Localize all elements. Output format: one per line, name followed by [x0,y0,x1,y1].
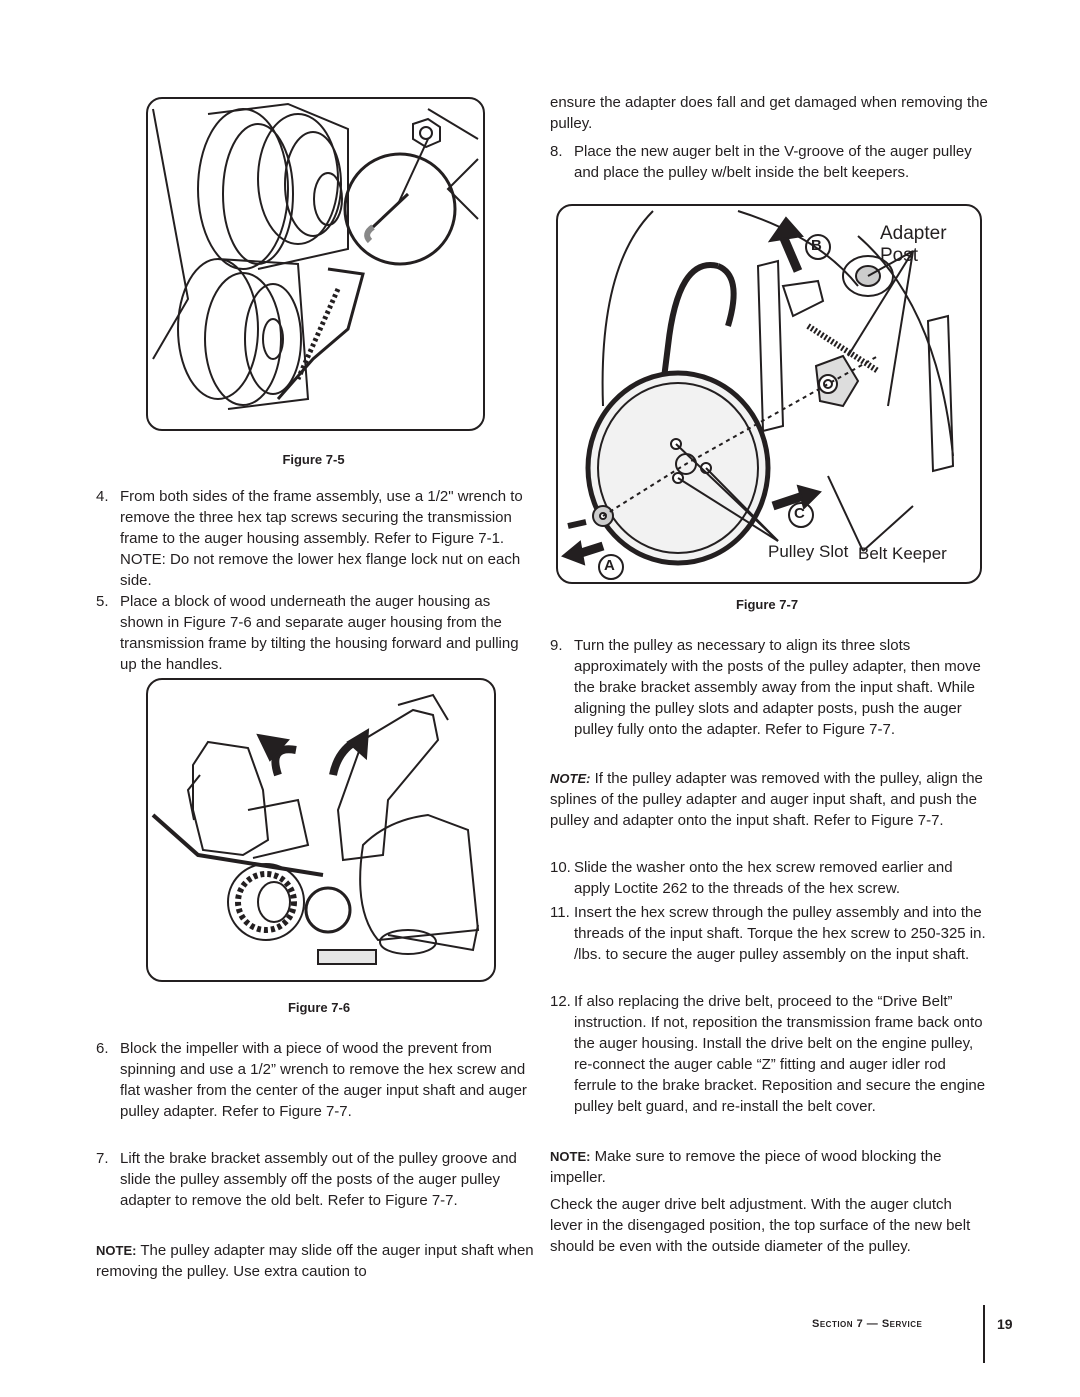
step-text: If also replacing the drive belt, procee… [574,993,986,1115]
note-text: If the pulley adapter was removed with t… [550,770,983,829]
step-text: From both sides of the frame assembly, u… [120,488,523,589]
step-number: 8. [550,143,563,160]
page-number: 19 [997,1316,1013,1332]
step-12: 12. If also replacing the drive belt, pr… [550,991,990,1117]
step-number: 11. [550,904,570,921]
label-b: B [811,237,822,254]
continued-text: ensure the adapter does fall and get dam… [550,94,988,132]
tilted-housing-drawing [151,693,480,965]
figure-7-7-illustration: Adapter Post B C A Pulley Slot Belt Keep… [556,204,982,584]
note-text: Make sure to remove the piece of wood bl… [550,1148,942,1186]
left-note: NOTE: The pulley adapter may slide off t… [96,1240,536,1282]
note-label: NOTE: [550,1149,591,1164]
step-number: 12. [550,993,571,1010]
pulley-installation-drawing [561,210,955,580]
label-pulley-slot: Pulley Slot [768,542,849,561]
step-text: Block the impeller with a piece of wood … [120,1040,527,1120]
step-number: 10. [550,859,571,876]
footer-section-title: Section 7 — Service [812,1318,923,1330]
note-label: NOTE: [96,1243,137,1258]
note-text: The pulley adapter may slide off the aug… [96,1242,534,1280]
step-text: Place a block of wood underneath the aug… [120,593,519,673]
step-6: 6. Block the impeller with a piece of wo… [96,1038,536,1122]
right-note-1: NOTE: If the pulley adapter was removed … [550,768,990,831]
step-text: Place the new auger belt in the V-groove… [574,143,972,181]
label-belt-keeper: Belt Keeper [858,544,947,563]
step-7: 7. Lift the brake bracket assembly out o… [96,1148,536,1211]
figure-7-6-illustration [146,678,496,982]
step-number: 6. [96,1040,109,1057]
figure-7-5-illustration [146,97,485,431]
step-number: 7. [96,1150,109,1167]
note-label: NOTE: [550,771,591,786]
figure-7-5-caption: Figure 7-5 [282,452,345,467]
step-5: 5. Place a block of wood underneath the … [96,591,536,675]
figure-7-7-caption: Figure 7-7 [735,597,799,612]
step-number: 5. [96,593,109,610]
step-11: 11. Insert the hex screw through the pul… [550,902,990,965]
label-c: C [794,505,805,522]
footer-divider [983,1305,985,1363]
right-note-2: NOTE: Make sure to remove the piece of w… [550,1146,970,1188]
pulley-closeup-drawing [152,102,479,410]
label-a: A [604,557,615,574]
step-number: 9. [550,637,563,654]
step-text: Insert the hex screw through the pulley … [574,904,986,963]
step-10: 10. Slide the washer onto the hex screw … [550,857,990,899]
step-8: 8. Place the new auger belt in the V-gro… [550,141,990,183]
step-text: Slide the washer onto the hex screw remo… [574,859,953,897]
step-9: 9. Turn the pulley as necessary to align… [550,635,990,740]
label-adapter-post: Adapter Post [880,223,947,266]
step-number: 4. [96,488,109,505]
closing-paragraph: Check the auger drive belt adjustment. W… [550,1196,971,1255]
step-4: 4. From both sides of the frame assembly… [96,486,536,591]
step-text: Turn the pulley as necessary to align it… [574,637,981,738]
step-text: Lift the brake bracket assembly out of t… [120,1150,517,1209]
figure-7-6-caption: Figure 7-6 [287,1000,351,1015]
